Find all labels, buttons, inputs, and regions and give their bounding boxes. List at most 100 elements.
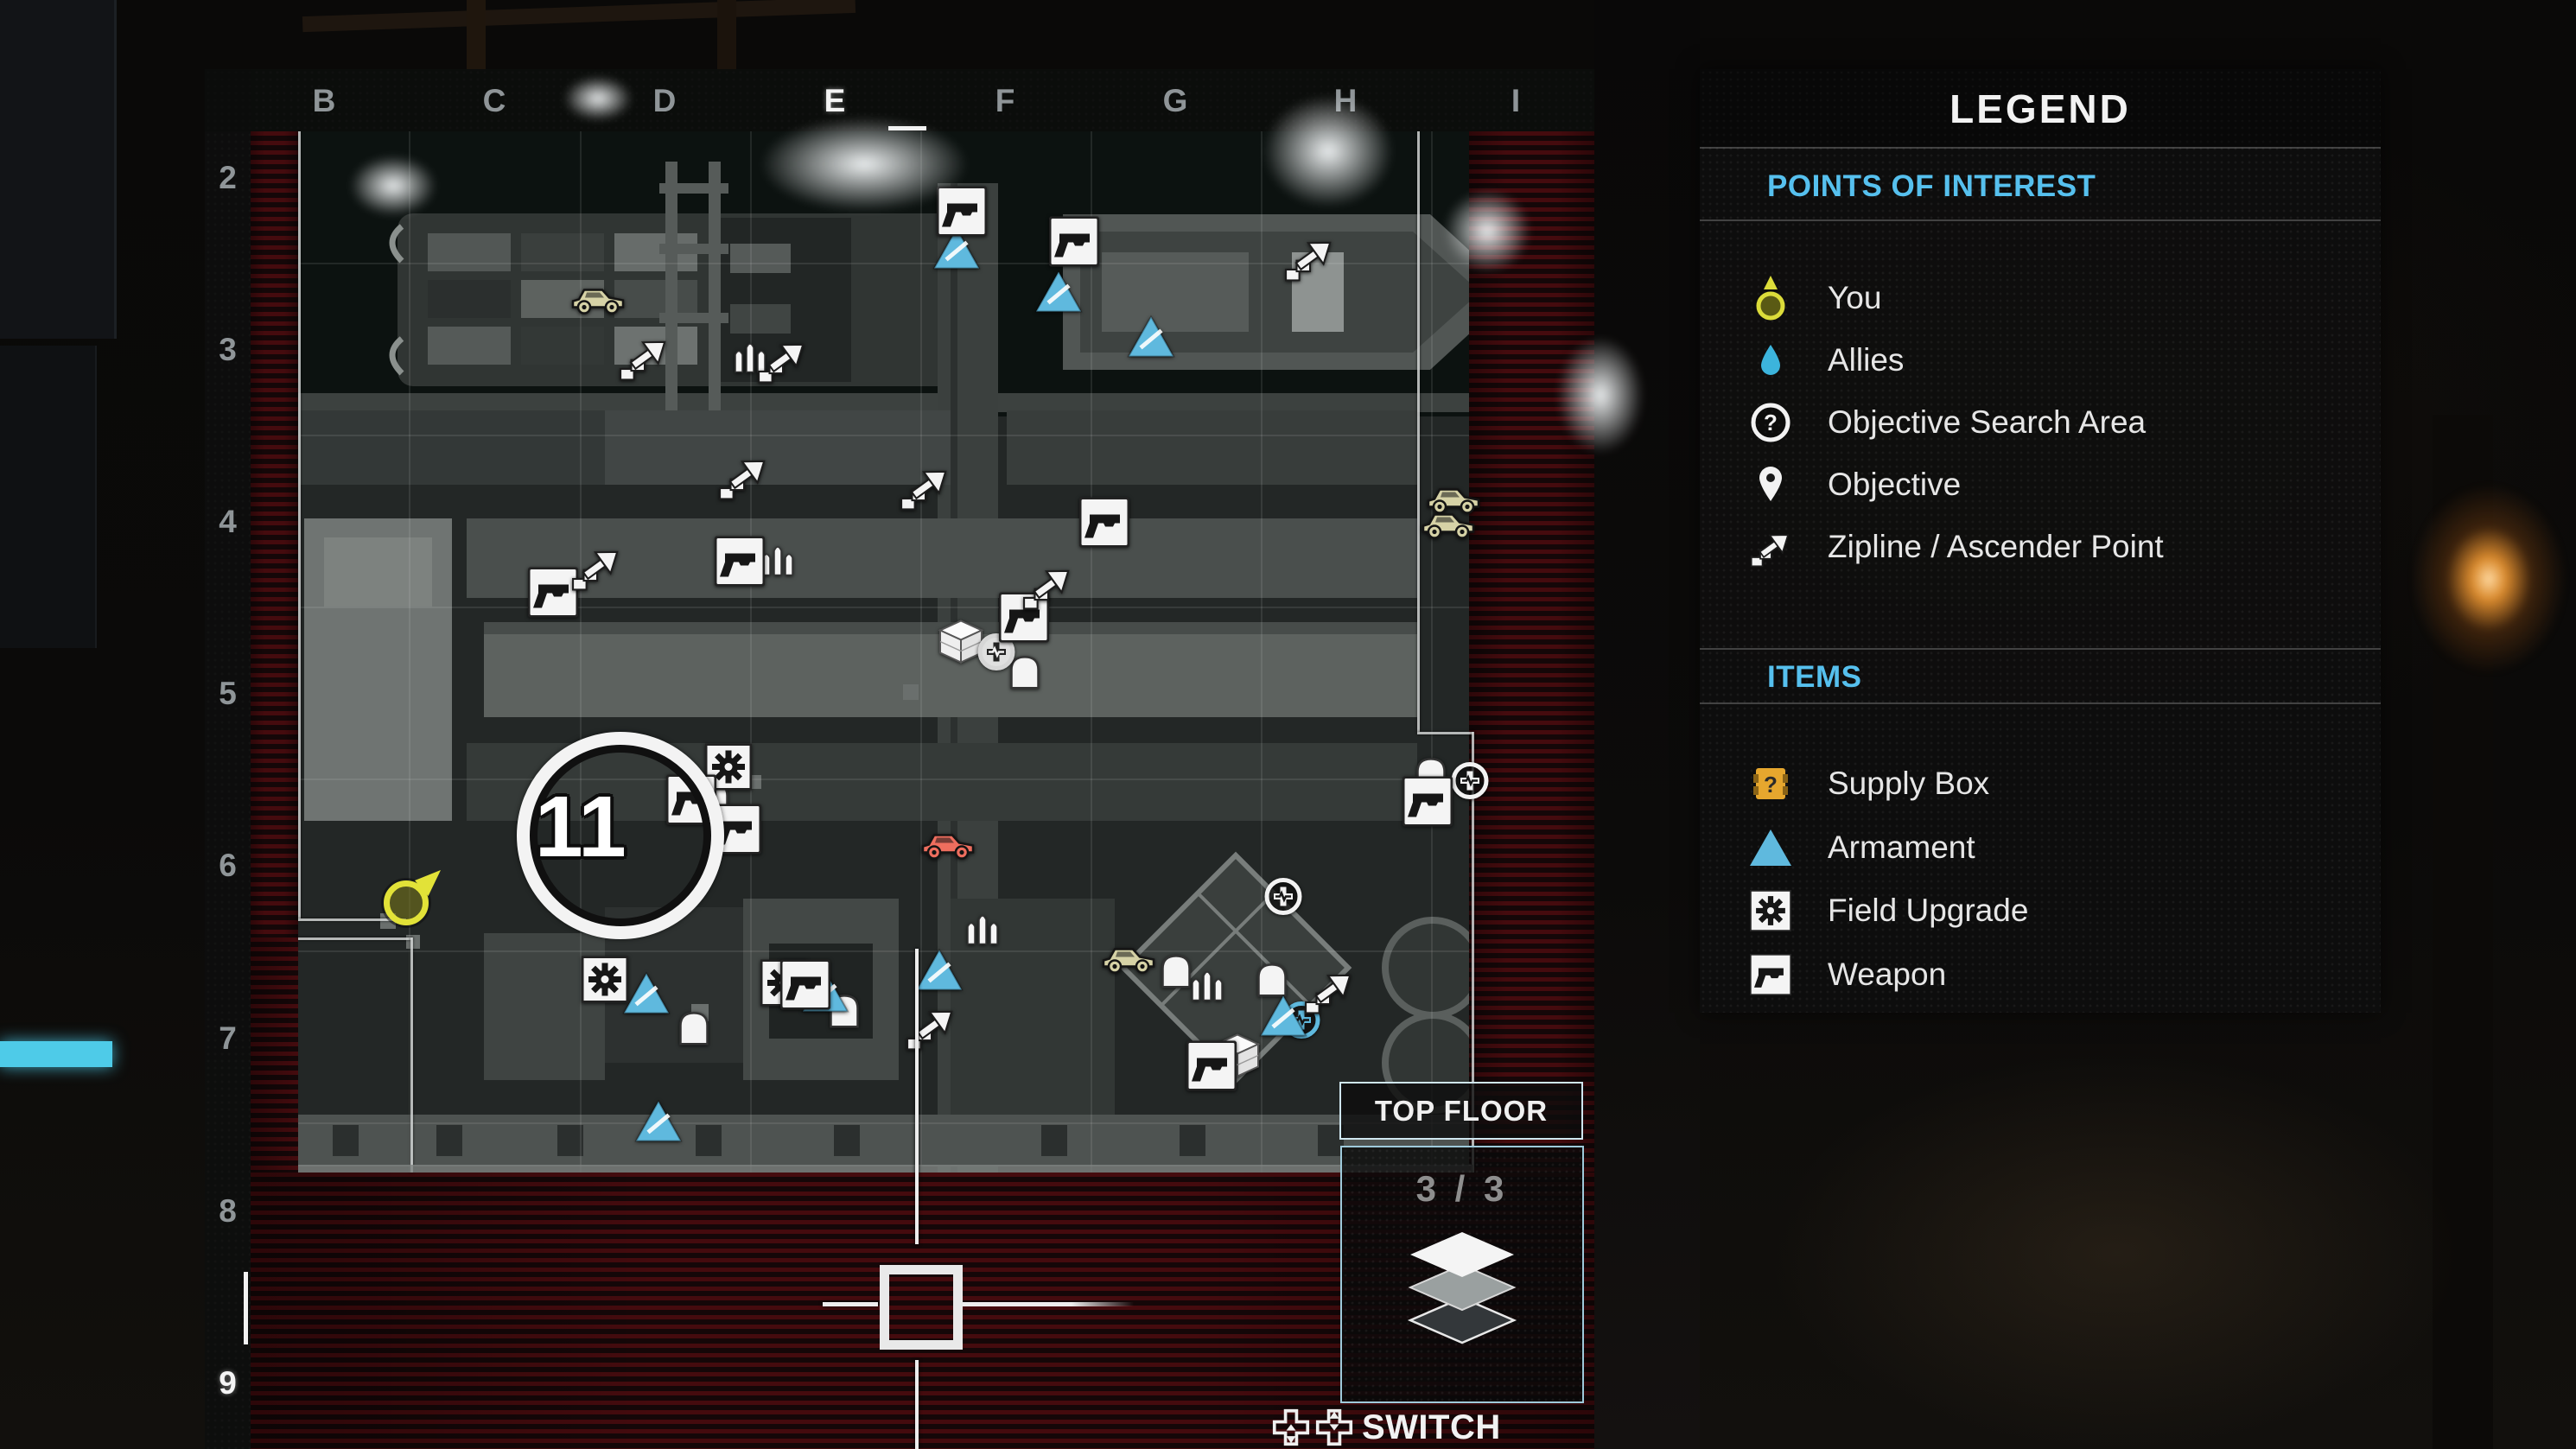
- vehicle-marker[interactable]: [1101, 940, 1158, 979]
- fieldupgrade-marker[interactable]: [581, 956, 629, 1007]
- floor-indicator-box: 3 / 3: [1340, 1146, 1584, 1403]
- row-label: 2: [219, 160, 237, 195]
- zipline-marker[interactable]: [571, 542, 621, 596]
- column-label: H: [1333, 83, 1358, 118]
- zipline-marker[interactable]: [619, 332, 669, 386]
- legend-label: Weapon: [1828, 956, 1947, 992]
- armament-marker[interactable]: [1034, 270, 1083, 318]
- legend-label: You: [1828, 280, 1882, 315]
- vehicle-marker[interactable]: [570, 281, 627, 320]
- ammo-marker[interactable]: [760, 539, 796, 585]
- weapon-marker[interactable]: [1078, 497, 1130, 552]
- row-label: 5: [219, 676, 237, 711]
- switch-floors-label[interactable]: SWITCH FLOORS: [1362, 1408, 1501, 1446]
- dpad-up-icon[interactable]: [1315, 1408, 1353, 1446]
- armament-marker[interactable]: [1127, 315, 1175, 363]
- ammo-marker[interactable]: [964, 908, 1001, 954]
- legend-row: Field Upgrade: [1700, 884, 2381, 937]
- row-label-highlighted: 9: [219, 1365, 237, 1401]
- armament-icon: [1748, 823, 1793, 872]
- ammo-marker[interactable]: [732, 336, 768, 382]
- armament-marker[interactable]: [622, 971, 671, 1020]
- objective-pin-icon: [1748, 461, 1793, 509]
- plate-marker[interactable]: [1157, 950, 1195, 997]
- column-label: F: [995, 83, 1015, 118]
- you-marker-ring: [384, 880, 429, 925]
- column-label: G: [1162, 83, 1188, 118]
- vehicle-marker[interactable]: [920, 826, 977, 865]
- weapon-marker[interactable]: [936, 186, 988, 241]
- row-label: 8: [219, 1193, 237, 1229]
- column-label: D: [652, 83, 677, 118]
- armament-marker[interactable]: [932, 226, 981, 275]
- dpad-down-icon[interactable]: [1272, 1408, 1310, 1446]
- vehicle-marker[interactable]: [1426, 480, 1483, 519]
- plate-marker[interactable]: [1006, 651, 1044, 698]
- zipline-marker[interactable]: [1304, 965, 1354, 1020]
- legend-row: Armament: [1700, 821, 2381, 874]
- zipline-marker[interactable]: [906, 1001, 956, 1056]
- weapon-marker[interactable]: [710, 804, 762, 859]
- cluster-count: 11: [535, 779, 627, 875]
- weapon-marker[interactable]: [1048, 216, 1100, 271]
- plate-marker[interactable]: [675, 1007, 713, 1054]
- vehicle-marker[interactable]: [1421, 505, 1478, 544]
- hud-cyan-bar: [0, 1041, 112, 1067]
- medical-marker[interactable]: [1449, 760, 1491, 806]
- weapon-marker[interactable]: [1402, 776, 1453, 831]
- boundary-line: [1417, 732, 1473, 734]
- medical-marker[interactable]: [1263, 876, 1304, 922]
- background-crane-post: [2433, 415, 2493, 1449]
- zipline-marker[interactable]: [900, 461, 950, 516]
- zipline-marker[interactable]: [757, 334, 807, 389]
- divider: [1700, 702, 2381, 704]
- weapon-marker[interactable]: [527, 567, 579, 622]
- row-label: 3: [219, 332, 237, 367]
- legend-title: LEGEND: [1949, 86, 2131, 131]
- legend-label: Zipline / Ascender Point: [1828, 529, 2164, 564]
- background-container-stack: [0, 0, 117, 339]
- grid-line: [298, 1122, 1469, 1124]
- zipline-marker[interactable]: [1284, 232, 1334, 287]
- switch-floors-control[interactable]: SWITCH FLOORS: [1267, 1407, 1630, 1449]
- map-cursor-bracket: [915, 1302, 963, 1350]
- row-label: 6: [219, 848, 237, 883]
- map-cursor-line: [956, 1302, 1134, 1306]
- legend-row: Objective: [1700, 458, 2381, 512]
- divider: [1700, 147, 2381, 149]
- cursor-column-tick: [888, 126, 926, 130]
- grid-line: [298, 950, 1469, 952]
- zipline-marker[interactable]: [718, 451, 768, 505]
- column-label: C: [482, 83, 506, 118]
- supply-box-icon: ?: [1748, 759, 1793, 808]
- section-header-poi: POINTS OF INTEREST: [1767, 169, 2096, 203]
- medical-marker[interactable]: [976, 632, 1017, 677]
- armament-marker[interactable]: [915, 948, 964, 996]
- boundary-line: [1472, 732, 1474, 1173]
- legend-row: ? Supply Box: [1700, 757, 2381, 810]
- you-marker-icon: [1748, 274, 1793, 322]
- background-floor-glow: [1771, 1054, 2463, 1449]
- weapon-icon: [1748, 950, 1793, 999]
- zipline-marker[interactable]: [1022, 561, 1072, 615]
- background-light-glow: [2411, 484, 2566, 674]
- svg-text:?: ?: [1764, 410, 1778, 435]
- grid-line: [298, 263, 1469, 264]
- column-label: B: [312, 83, 336, 118]
- map-cursor-bracket: [880, 1302, 927, 1350]
- floor-indicator: 3 / 3: [1415, 1168, 1509, 1209]
- weapon-marker[interactable]: [714, 536, 766, 591]
- weapon-marker[interactable]: [1186, 1040, 1237, 1096]
- background-crane-post: [717, 0, 736, 71]
- plate-marker[interactable]: [1253, 958, 1291, 1006]
- armament-marker[interactable]: [1259, 994, 1307, 1042]
- grid-line: [409, 131, 410, 1173]
- armament-marker[interactable]: [634, 1099, 683, 1147]
- crate-marker[interactable]: [937, 619, 985, 670]
- objective-search-circle[interactable]: 11: [517, 732, 724, 939]
- weapon-marker[interactable]: [779, 959, 831, 1014]
- boundary-line: [298, 918, 406, 921]
- divider: [1700, 219, 2381, 221]
- section-header-items: ITEMS: [1767, 660, 1862, 694]
- ammo-marker[interactable]: [1189, 964, 1225, 1010]
